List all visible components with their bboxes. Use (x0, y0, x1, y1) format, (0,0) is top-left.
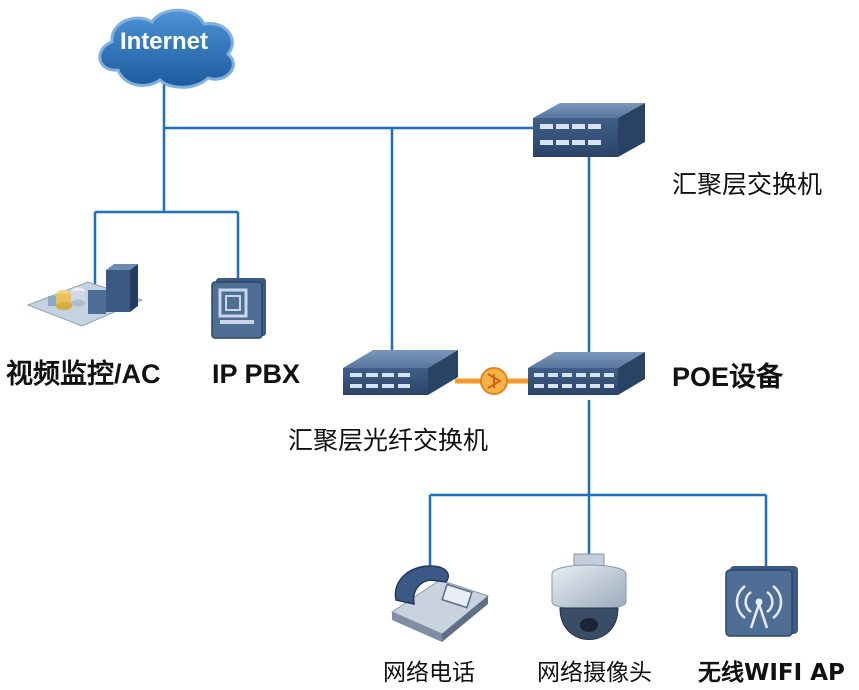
fiber-switch-icon (343, 350, 458, 395)
wifi-ap-label: 无线WIFI AP (698, 660, 845, 686)
video-surveillance-label: 视频监控/AC (6, 359, 161, 389)
video-surveillance-server-icon (26, 264, 144, 327)
ip-pbx-icon (211, 278, 266, 339)
wifi-ap-icon (725, 566, 798, 637)
ip-phone-label: 网络电话 (383, 660, 475, 686)
ip-pbx-label: IP PBX (212, 359, 301, 389)
internet-label: Internet (119, 28, 208, 55)
ip-phone-icon (390, 565, 490, 642)
ip-camera-icon (551, 553, 627, 640)
links (93, 78, 768, 570)
aggregation-switch-icon (533, 103, 645, 157)
internet-cloud-icon (98, 8, 235, 89)
fiber-link (455, 367, 535, 395)
poe-switch-icon (528, 352, 645, 395)
fiber-switch-label: 汇聚层光纤交换机 (288, 426, 489, 455)
aggregation-switch-label: 汇聚层交换机 (672, 170, 823, 199)
ip-camera-label: 网络摄像头 (537, 660, 652, 686)
poe-device-label: POE设备 (672, 362, 784, 392)
